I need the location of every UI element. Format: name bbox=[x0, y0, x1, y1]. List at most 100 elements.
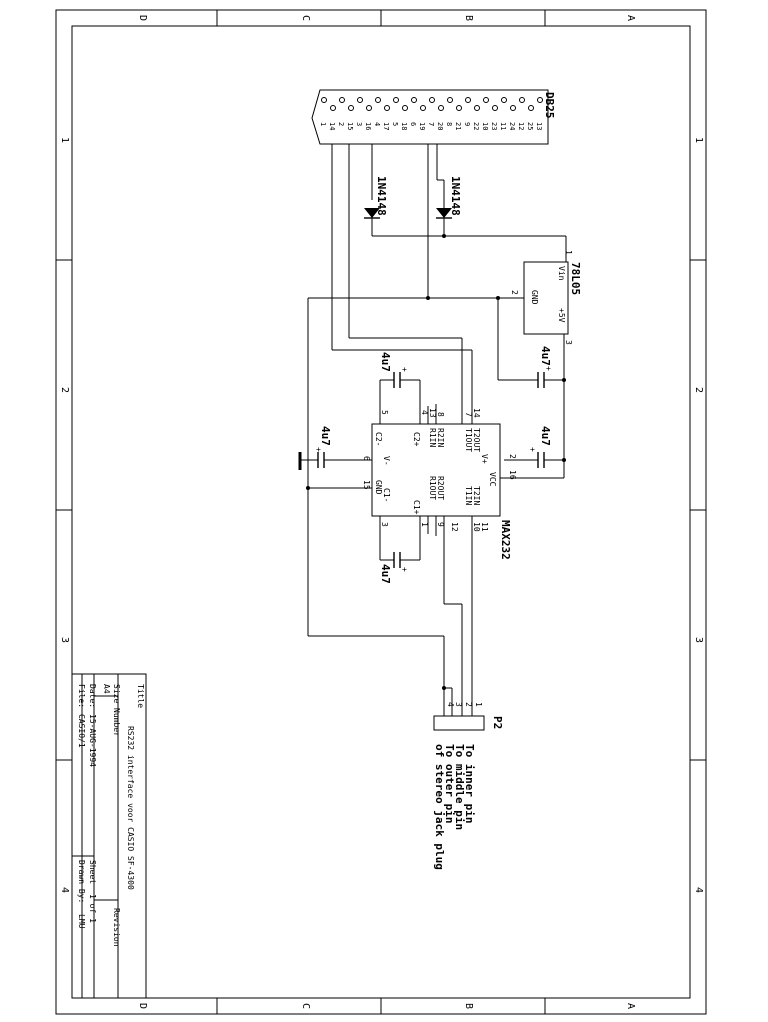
db25-pin-hole bbox=[519, 97, 525, 103]
capacitor-regulator: + 4u7 bbox=[537, 346, 552, 388]
db25-pin-hole bbox=[465, 97, 471, 103]
db25-pin-hole bbox=[402, 105, 408, 111]
zone-number: 1 bbox=[693, 137, 704, 143]
db25-pin-hole bbox=[492, 105, 498, 111]
ic-pin-number: 9 bbox=[436, 522, 445, 527]
ic-pin-label: T2OUT bbox=[472, 428, 481, 452]
zone-number: 2 bbox=[59, 387, 70, 393]
title-label: Title bbox=[136, 684, 145, 708]
db25-pin-hole bbox=[348, 105, 354, 111]
db25-pin-number: 10 bbox=[481, 122, 489, 130]
db25-pin-number: 5 bbox=[391, 122, 399, 126]
db25-pin-number: 22 bbox=[472, 122, 480, 130]
ic-pin-number: 2 bbox=[508, 454, 517, 459]
db25-pin-hole bbox=[501, 97, 507, 103]
ic-pin-label: T2IN bbox=[472, 486, 481, 505]
zone-letter: A bbox=[625, 1003, 636, 1009]
db25-pin-hole bbox=[483, 97, 489, 103]
zone-letter: D bbox=[137, 1003, 148, 1009]
inner-border bbox=[71, 25, 691, 999]
db25-pin-number: 11 bbox=[499, 122, 507, 130]
db25-pin-number: 20 bbox=[436, 122, 444, 130]
date-value: 15-AUG-1994 bbox=[88, 714, 97, 767]
db25-pin-number: 23 bbox=[490, 122, 498, 130]
zone-numbers-left: 1 2 3 4 bbox=[59, 137, 70, 893]
regulator-name: 78L05 bbox=[569, 262, 582, 295]
db25-pin-number: 14 bbox=[328, 122, 336, 130]
title-text: RS232 interface voor CASIO SF-4300 bbox=[126, 726, 135, 890]
db25-pin-hole bbox=[384, 105, 390, 111]
number-label: Number bbox=[112, 708, 121, 737]
ic-pin-label: VCC bbox=[488, 472, 497, 487]
ic-pin-label: R2OUT bbox=[436, 476, 445, 500]
db25-pin-number: 13 bbox=[535, 122, 543, 130]
zone-number: 1 bbox=[59, 137, 70, 143]
db25-pin-hole bbox=[456, 105, 462, 111]
capacitor-left: + 4u7 bbox=[316, 426, 332, 468]
ic-max232: MAX232 C2- V- C2+ R1IN R2IN T1OUT T2OUT … bbox=[362, 408, 517, 560]
ic-pin-number: 4 bbox=[420, 410, 429, 415]
ic-pin-label: C1- bbox=[382, 488, 391, 502]
wires bbox=[300, 144, 567, 704]
ic-pin-label: V+ bbox=[480, 454, 489, 464]
db25-pin-number: 25 bbox=[526, 122, 534, 130]
db25-pin-number: 16 bbox=[364, 122, 372, 130]
db25-pin-hole bbox=[366, 105, 372, 111]
capacitor-value: 4u7 bbox=[539, 346, 552, 366]
ic-pin-number: 3 bbox=[380, 522, 389, 527]
zone-letters-top: D C B A bbox=[137, 15, 636, 21]
plug-pin-number: 4 bbox=[446, 702, 455, 707]
db25-pin-number: 8 bbox=[445, 122, 453, 126]
diode-d1: 1N4148 bbox=[364, 176, 388, 219]
ic-pin-label: R1OUT bbox=[428, 476, 437, 500]
ic-pin-number: 15 bbox=[362, 480, 371, 490]
ic-pin-label: R1IN bbox=[428, 428, 437, 447]
svg-text:+: + bbox=[530, 445, 535, 454]
zone-number: 3 bbox=[59, 637, 70, 643]
db25-pin-number: 17 bbox=[382, 122, 390, 130]
capacitor-value: 4u7 bbox=[319, 426, 332, 446]
db25-pin-number: 3 bbox=[355, 122, 363, 126]
ic-name: MAX232 bbox=[499, 520, 512, 560]
zone-ticks bbox=[56, 10, 706, 1014]
ic-pin-number: 16 bbox=[508, 470, 517, 480]
sheet-value: 1 of 1 bbox=[88, 894, 97, 923]
title-block: Title RS232 interface voor CASIO SF-4300… bbox=[71, 673, 147, 999]
ic-pin-label: R2IN bbox=[436, 428, 445, 447]
zone-number: 3 bbox=[693, 637, 704, 643]
db25-pin-number: 12 bbox=[517, 122, 525, 130]
db25-pin-hole bbox=[537, 97, 543, 103]
plug-note: To outer pin bbox=[443, 744, 456, 823]
db25-pin-number: 4 bbox=[373, 122, 381, 126]
db25-pin-hole bbox=[357, 97, 363, 103]
zone-letter: B bbox=[463, 1003, 474, 1009]
svg-text:+: + bbox=[316, 445, 321, 454]
db25-pin-hole bbox=[411, 97, 417, 103]
regulator-pin-num: 3 bbox=[564, 340, 573, 345]
drawn-value: LMU bbox=[77, 914, 86, 929]
zone-number: 2 bbox=[693, 387, 704, 393]
db25-pin-hole bbox=[447, 97, 453, 103]
ic-pin-number: 6 bbox=[362, 456, 371, 461]
capacitor-value: 4u7 bbox=[539, 426, 552, 446]
regulator-pin-vin: Vin bbox=[557, 266, 566, 281]
db25-pin-hole bbox=[393, 97, 399, 103]
ic-pin-label: V- bbox=[382, 456, 391, 466]
db25-pin-hole bbox=[474, 105, 480, 111]
diode-label: 1N4148 bbox=[449, 176, 462, 216]
db25-pin-number: 18 bbox=[400, 122, 408, 130]
db25-pin-number: 1 bbox=[319, 122, 327, 126]
capacitor-value: 4u7 bbox=[379, 564, 392, 584]
ic-pin-number: 7 bbox=[464, 412, 473, 417]
junction-dots bbox=[306, 234, 566, 690]
svg-text:+: + bbox=[402, 365, 407, 374]
size-value: A4 bbox=[102, 684, 111, 694]
db25-label: DB25 bbox=[543, 92, 556, 119]
drawn-label: Drawn By: bbox=[77, 860, 86, 903]
svg-text:+: + bbox=[402, 565, 407, 574]
regulator-pin-gnd: GND bbox=[530, 290, 539, 305]
db25-pin-number: 2 bbox=[337, 122, 345, 126]
plug-note: To middle pin bbox=[453, 744, 466, 830]
